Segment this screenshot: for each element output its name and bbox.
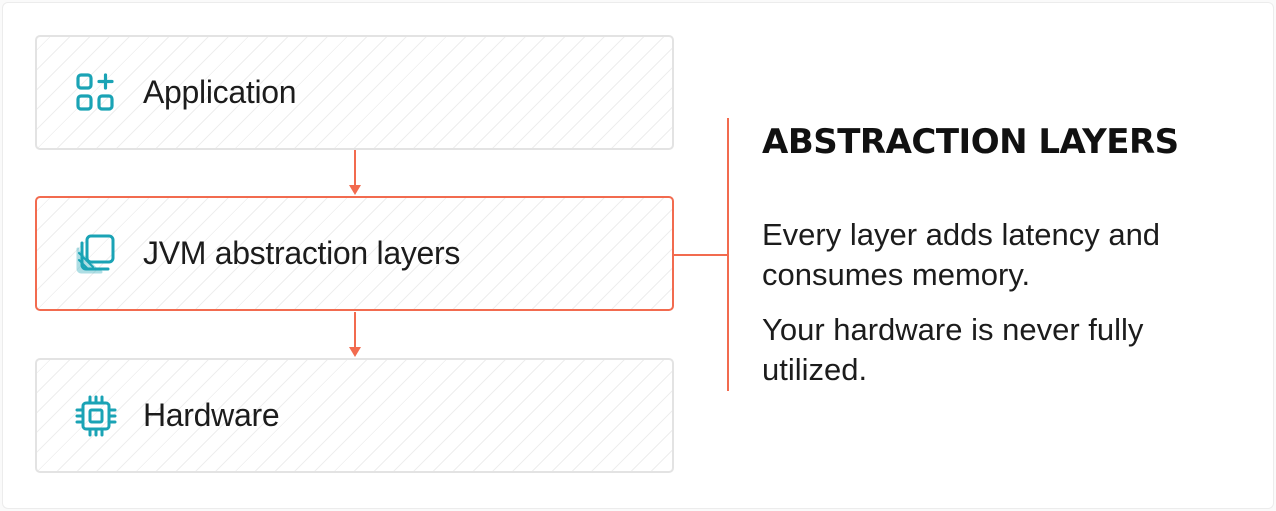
layer-application: Application <box>35 35 674 150</box>
connector-line <box>674 254 728 256</box>
layer-label: Application <box>143 74 297 110</box>
apps-grid-plus-icon <box>75 72 117 114</box>
layer-jvm-abstraction: JVM abstraction layers <box>35 196 674 311</box>
layer-label: JVM abstraction layers <box>143 235 461 271</box>
panel-title: ABSTRACTION LAYERS <box>762 122 1179 162</box>
cpu-chip-icon <box>75 395 117 437</box>
stacked-layers-icon <box>75 233 117 275</box>
panel-paragraph: Every layer adds latency and consumes me… <box>762 217 1161 292</box>
bracket-line <box>727 118 729 391</box>
layer-hardware: Hardware <box>35 358 674 473</box>
down-arrow <box>349 150 361 195</box>
down-arrow <box>349 312 361 357</box>
layer-label: Hardware <box>143 397 280 433</box>
panel-paragraph: Your hardware is never fully utilized. <box>762 312 1144 387</box>
